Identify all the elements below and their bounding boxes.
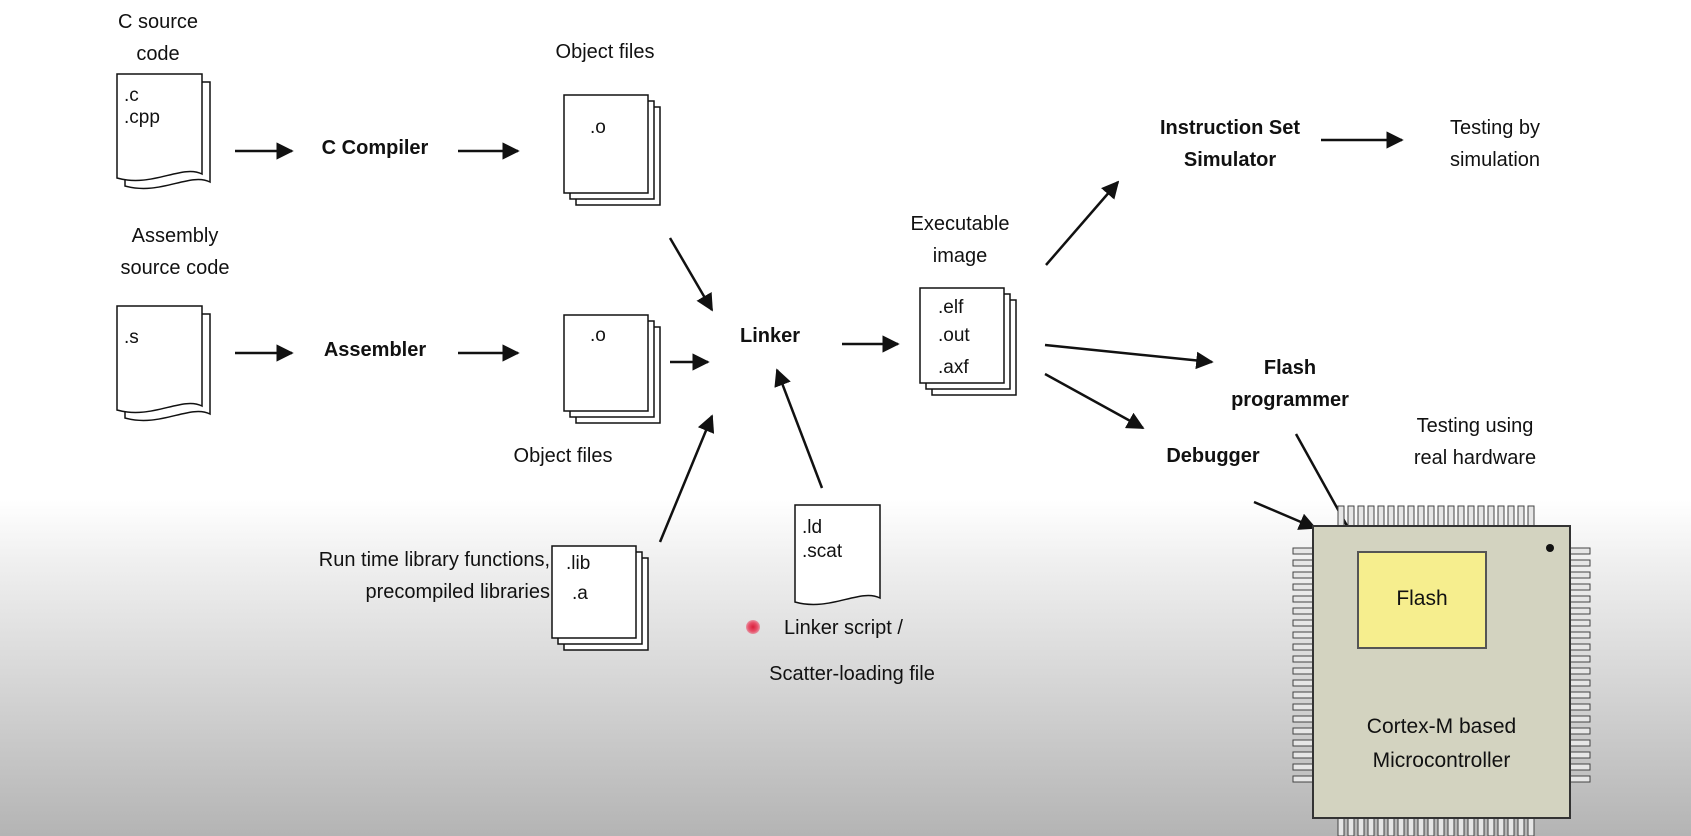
c-source-extensions: .c.cpp [124, 85, 160, 128]
debugger-label: Debugger [1166, 445, 1260, 467]
flow-arrows [235, 131, 1404, 580]
executable-extensions: .elf.out.axf [938, 297, 970, 378]
asm-source-document-icon [116, 305, 211, 422]
library-files-icon [551, 545, 649, 651]
object-file-bottom-icon [563, 314, 661, 424]
linker-script-document-icon [794, 504, 881, 606]
linker-script-extensions: .ld.scat [802, 517, 843, 562]
flash-block [1357, 551, 1487, 649]
linker-label: Linker [739, 325, 801, 347]
chip-pin1-dot [1546, 544, 1554, 552]
object-file-top-ext: .o [590, 117, 606, 138]
library-label: Run time library functions,precompiled l… [318, 549, 550, 603]
asm-source-extension: .s [124, 327, 139, 348]
linker-script-label: Linker script / Scatter-loading file [769, 617, 935, 685]
flash-label: Flash [1396, 587, 1448, 610]
library-extensions: .lib.a [566, 553, 591, 604]
microcontroller-chip [1292, 505, 1591, 836]
object-file-top-icon [563, 94, 661, 206]
executable-files-icon [919, 287, 1017, 396]
assembler-label: Assembler [323, 339, 427, 361]
c-compiler-label: C Compiler [321, 137, 429, 159]
c-source-document-icon [116, 73, 211, 190]
object-files-top-label: Object files [555, 41, 655, 63]
object-files-bottom-label: Object files [513, 445, 613, 467]
cursor-highlight [746, 620, 760, 634]
object-file-bottom-ext: .o [590, 325, 606, 346]
